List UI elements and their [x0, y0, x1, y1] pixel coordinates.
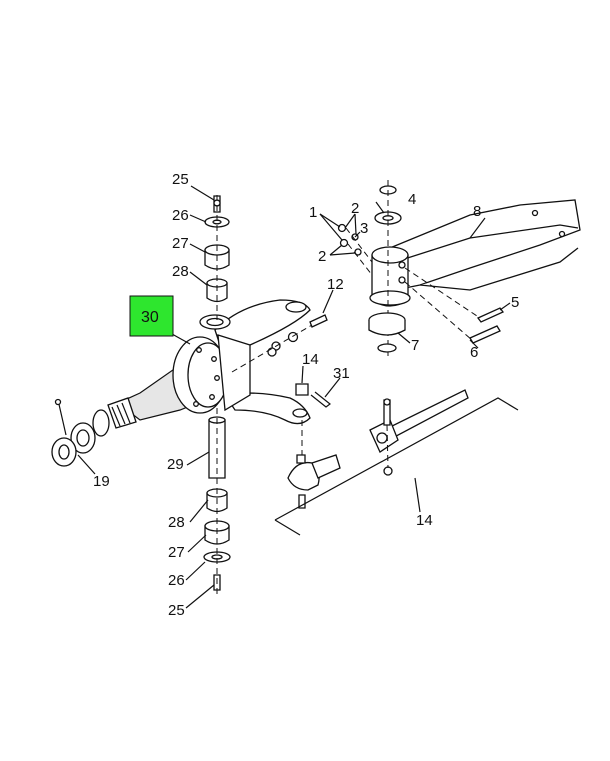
callout-26-bottom[interactable]: 26 — [168, 572, 185, 589]
svg-text:31: 31 — [333, 365, 350, 382]
callout-27-top[interactable]: 27 — [172, 235, 189, 252]
callout-28-bottom[interactable]: 28 — [168, 514, 185, 531]
callout-5[interactable]: 5 — [511, 294, 519, 311]
callout-2-bottom[interactable]: 2 — [318, 248, 326, 265]
svg-text:19: 19 — [93, 473, 110, 490]
svg-text:1: 1 — [309, 204, 317, 221]
arm-bolts — [231, 314, 328, 373]
svg-text:29: 29 — [167, 456, 184, 473]
tie-rod-end-left — [287, 383, 341, 509]
lock-bolts — [337, 223, 373, 276]
callout-25-top[interactable]: 25 — [172, 171, 189, 188]
svg-text:7: 7 — [411, 337, 419, 354]
callout-14-right[interactable]: 14 — [416, 512, 433, 529]
seal-7 — [368, 312, 406, 353]
svg-text:6: 6 — [470, 344, 478, 361]
svg-text:14: 14 — [416, 512, 433, 529]
kingpin-boss — [369, 246, 411, 307]
callout-2-top[interactable]: 2 — [351, 200, 359, 217]
callout-6[interactable]: 6 — [470, 344, 478, 361]
svg-text:12: 12 — [327, 276, 344, 293]
callout-29[interactable]: 29 — [167, 456, 184, 473]
callout-26-top[interactable]: 26 — [172, 207, 189, 224]
callout-28-top[interactable]: 28 — [172, 263, 189, 280]
svg-text:28: 28 — [172, 263, 189, 280]
svg-text:3: 3 — [360, 220, 368, 237]
callout-19[interactable]: 19 — [93, 473, 110, 490]
callout-12[interactable]: 12 — [327, 276, 344, 293]
callout-7[interactable]: 7 — [411, 337, 419, 354]
svg-text:27: 27 — [168, 544, 185, 561]
callout-3[interactable]: 3 — [360, 220, 368, 237]
svg-text:4: 4 — [408, 191, 416, 208]
svg-text:27: 27 — [172, 235, 189, 252]
upper-kingpin-stack — [204, 195, 230, 320]
spindle-nut-set — [51, 398, 110, 467]
callout-31[interactable]: 31 — [333, 365, 350, 382]
callout-1[interactable]: 1 — [309, 204, 317, 221]
cotter-pin — [310, 391, 331, 408]
svg-text:14: 14 — [302, 351, 319, 368]
svg-text:26: 26 — [168, 572, 185, 589]
callout-4[interactable]: 4 — [408, 191, 416, 208]
leader-lines — [77, 185, 511, 609]
assembly-bracket — [274, 397, 519, 521]
callout-30-highlight — [129, 295, 174, 337]
pin-5-6 — [404, 267, 505, 344]
callout-25-bottom[interactable]: 25 — [168, 602, 185, 619]
callout-8[interactable]: 8 — [473, 203, 481, 220]
svg-text:30: 30 — [141, 309, 159, 326]
callout-30-selected[interactable]: 30 — [129, 295, 174, 337]
svg-text:26: 26 — [172, 207, 189, 224]
kingpin-and-lower-stack — [203, 408, 231, 598]
tie-rod-right — [369, 389, 469, 476]
svg-text:25: 25 — [168, 602, 185, 619]
callout-27-bottom[interactable]: 27 — [168, 544, 185, 561]
svg-text:2: 2 — [351, 200, 359, 217]
svg-text:8: 8 — [473, 203, 481, 220]
svg-text:25: 25 — [172, 171, 189, 188]
svg-text:28: 28 — [168, 514, 185, 531]
callout-14-left[interactable]: 14 — [302, 351, 319, 368]
axle-beam — [384, 199, 581, 291]
svg-text:5: 5 — [511, 294, 519, 311]
steering-knuckle — [107, 299, 311, 429]
svg-text:2: 2 — [318, 248, 326, 265]
